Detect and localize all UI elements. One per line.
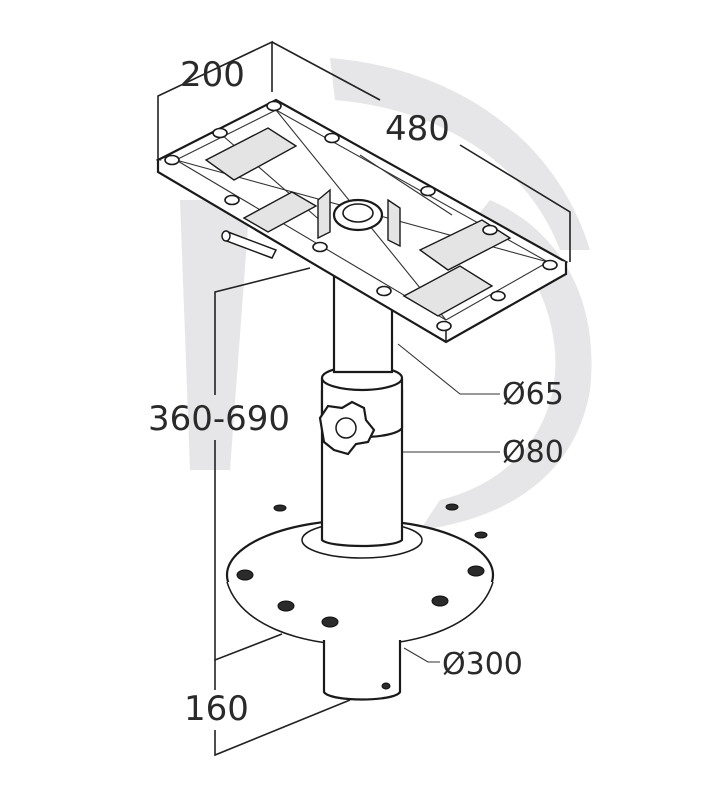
- mount-hole: [445, 503, 459, 511]
- mount-hole: [277, 600, 295, 612]
- top-mounting-plate: [155, 98, 569, 344]
- spigot: [322, 640, 402, 701]
- base-diameter-label: Ø300: [442, 647, 523, 682]
- tube-top-diameter-label: Ø65: [502, 377, 564, 412]
- base-flange: [225, 503, 495, 646]
- mount-hole: [321, 616, 339, 628]
- mount-hole: [273, 504, 287, 512]
- tube-bottom-diameter-label: Ø80: [502, 435, 564, 470]
- plate-length-label: 480: [385, 109, 450, 149]
- mount-hole: [236, 569, 254, 581]
- plate-width-label: 200: [180, 55, 245, 95]
- height-range-label: 360-690: [148, 399, 290, 439]
- mount-hole: [467, 565, 485, 577]
- mount-hole: [431, 595, 449, 607]
- release-lever-icon: [221, 230, 278, 259]
- mount-hole: [474, 531, 488, 539]
- locking-knob-icon: [318, 400, 376, 456]
- plate-bolt-holes: [164, 100, 558, 332]
- spigot-length-label: 160: [184, 689, 249, 729]
- dimension-lines: [157, 40, 571, 757]
